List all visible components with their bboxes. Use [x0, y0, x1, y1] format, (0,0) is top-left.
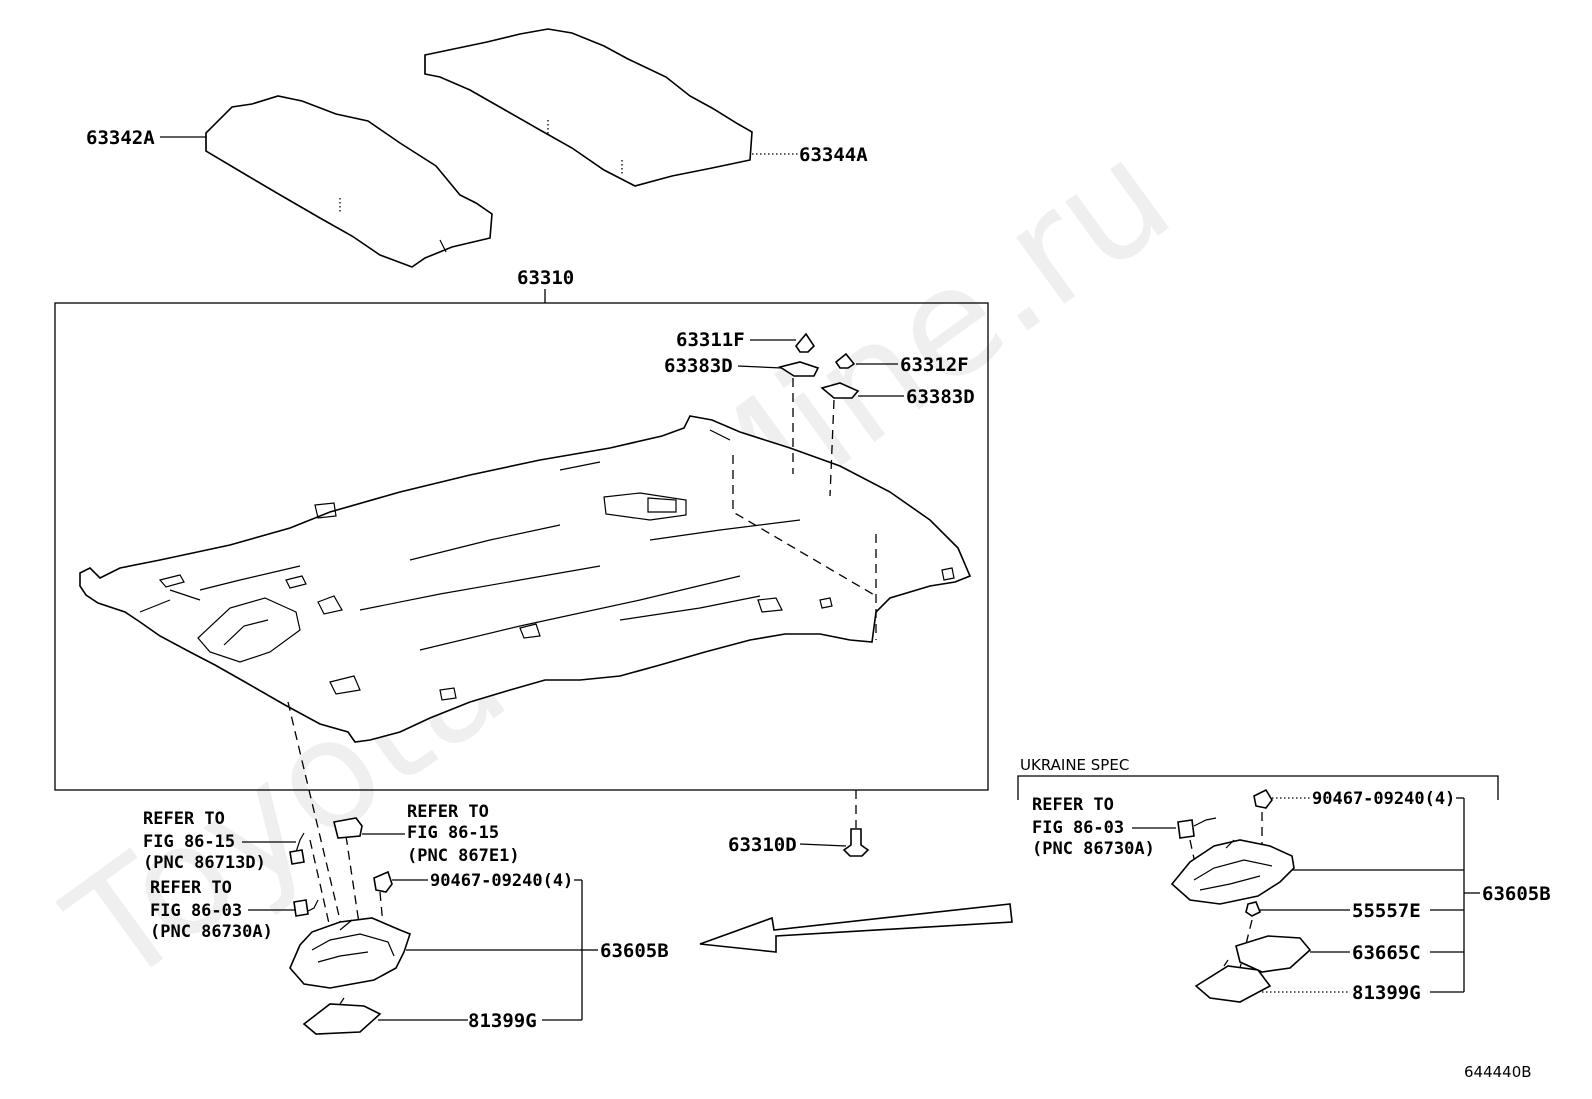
label-63605b-right[interactable]: 63605B: [1292, 869, 1551, 905]
svg-text:63344A: 63344A: [799, 144, 868, 166]
screw-right-illustration: [1253, 788, 1273, 809]
headliner-illustration: [79, 415, 972, 743]
label-63605b-left[interactable]: 63605B: [406, 940, 669, 962]
ukraine-spec-group-frame: UKRAINE SPEC: [1017, 756, 1499, 800]
bulb-right-illustration: [1245, 901, 1262, 917]
connector-86730a-right-illustration: [1177, 817, 1217, 839]
label-63342a[interactable]: 63342A: [86, 127, 206, 149]
label-63383d-right[interactable]: 63383D: [858, 386, 975, 408]
svg-text:63310D: 63310D: [728, 834, 797, 856]
svg-text:63383D: 63383D: [664, 355, 733, 377]
svg-text:(PNC 86713D): (PNC 86713D): [143, 853, 266, 873]
ref-fig-86-15-pnc-867e1[interactable]: REFER TO FIG 86-15 (PNC 867E1): [362, 802, 520, 866]
map-lamp-left-illustration: [289, 917, 411, 989]
svg-text:63605B: 63605B: [600, 940, 669, 962]
guide-line: [1239, 919, 1253, 969]
figure-code: 644440B: [1464, 1063, 1532, 1081]
clip-63310d-illustration: [842, 828, 870, 857]
svg-text:FIG 86-03: FIG 86-03: [1032, 818, 1124, 838]
label-63310d[interactable]: 63310D: [728, 834, 847, 856]
svg-text:63605B: 63605B: [1482, 883, 1551, 905]
svg-text:REFER TO: REFER TO: [407, 802, 489, 822]
svg-text:REFER TO: REFER TO: [150, 878, 232, 898]
ref-fig-86-03-pnc-86730a-right[interactable]: REFER TO FIG 86-03 (PNC 86730A): [1032, 795, 1176, 859]
label-63383d-left[interactable]: 63383D: [664, 355, 783, 377]
clip-63311f-illustration: [795, 332, 816, 353]
label-81399g-right[interactable]: 81399G: [1262, 982, 1464, 1004]
label-55557e[interactable]: 55557E: [1260, 900, 1464, 922]
svg-text:63312F: 63312F: [900, 354, 969, 376]
label-90467-09240-right[interactable]: 90467-09240(4): [1272, 789, 1465, 992]
svg-text:REFER TO: REFER TO: [143, 809, 225, 829]
svg-text:81399G: 81399G: [1352, 982, 1421, 1004]
connector-867e1-illustration: [333, 817, 363, 839]
svg-text:55557E: 55557E: [1352, 900, 1421, 922]
svg-text:90467-09240(4): 90467-09240(4): [430, 871, 573, 891]
svg-text:63383D: 63383D: [906, 386, 975, 408]
label-90467-09240-left[interactable]: 90467-09240(4): [392, 871, 583, 1020]
lens-right-illustration: [1235, 935, 1312, 973]
svg-text:(PNC 86730A): (PNC 86730A): [1032, 839, 1155, 859]
label-63310[interactable]: 63310: [517, 267, 574, 303]
svg-text:63311F: 63311F: [676, 329, 745, 351]
label-63311f[interactable]: 63311F: [676, 329, 796, 351]
svg-text:90467-09240(4): 90467-09240(4): [1312, 789, 1455, 809]
clip-63312f-illustration: [834, 352, 856, 369]
spec-label: UKRAINE SPEC: [1020, 756, 1129, 774]
svg-text:FIG 86-15: FIG 86-15: [143, 832, 235, 852]
map-lamp-right-illustration: [1170, 839, 1295, 905]
bracket-63383d-left-illustration: [778, 361, 820, 377]
connector-86713d-illustration: [289, 832, 305, 865]
svg-text:(PNC 867E1): (PNC 867E1): [407, 846, 520, 866]
svg-text:FIG 86-03: FIG 86-03: [150, 901, 242, 921]
ref-fig-86-03-pnc-86730a-left[interactable]: REFER TO FIG 86-03 (PNC 86730A): [150, 878, 296, 942]
headliner-group-frame: [54, 302, 989, 791]
guide-line: [829, 399, 835, 497]
cover-right-illustration: [1194, 959, 1272, 1003]
svg-text:63310: 63310: [517, 267, 574, 289]
svg-text:63342A: 63342A: [86, 127, 155, 149]
sound-pad-rear-illustration: [424, 28, 753, 187]
guide-line: [309, 839, 331, 929]
guide-line: [345, 835, 361, 931]
svg-text:(PNC 86730A): (PNC 86730A): [150, 922, 273, 942]
sound-pad-front-illustration: [205, 95, 493, 268]
ref-fig-86-15-pnc-86713d[interactable]: REFER TO FIG 86-15 (PNC 86713D): [143, 809, 296, 873]
label-81399g-left[interactable]: 81399G: [378, 1010, 582, 1032]
bracket-63383d-right-illustration: [820, 382, 860, 399]
svg-text:63665C: 63665C: [1352, 942, 1421, 964]
label-63344a[interactable]: 63344A: [752, 144, 868, 166]
screw-left-illustration: [373, 870, 393, 893]
svg-text:REFER TO: REFER TO: [1032, 795, 1114, 815]
label-63665c[interactable]: 63665C: [1310, 942, 1464, 964]
svg-text:FIG 86-15: FIG 86-15: [407, 823, 499, 843]
arrow-icon: [699, 903, 1013, 953]
cover-left-illustration: [302, 997, 382, 1035]
connector-86730a-left-illustration: [293, 899, 319, 917]
label-63312f[interactable]: 63312F: [856, 354, 969, 376]
svg-text:81399G: 81399G: [468, 1010, 537, 1032]
guide-line: [732, 455, 877, 597]
